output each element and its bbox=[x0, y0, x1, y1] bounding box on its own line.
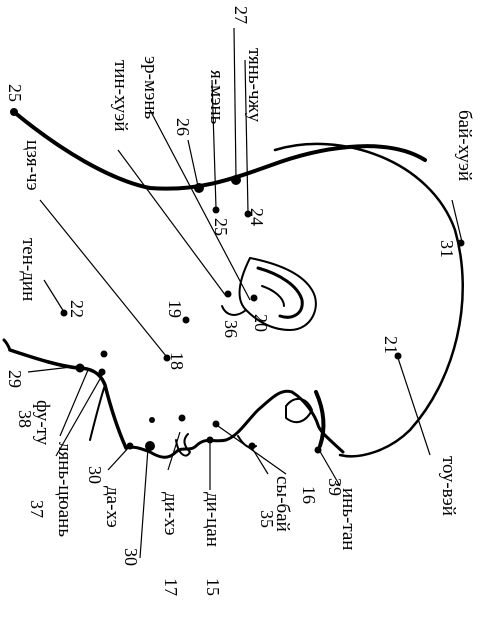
point-tian-zhu bbox=[244, 210, 252, 218]
num-19: 19 bbox=[165, 300, 185, 318]
label-di-cang: ди-цан bbox=[202, 492, 223, 547]
leader-jia-che bbox=[39, 199, 167, 357]
skull-contour bbox=[273, 142, 465, 458]
label-tian-zhu: тянь-чжу bbox=[244, 48, 265, 123]
point-jia-che bbox=[163, 354, 171, 362]
point-da-he bbox=[126, 442, 134, 450]
leader-er-men bbox=[149, 109, 251, 301]
label-jia-che: цзя-чэ bbox=[22, 140, 43, 191]
leader-ting-gong bbox=[43, 279, 65, 313]
label-lian-quan: лянь-цюань bbox=[54, 442, 75, 538]
leader-yin-tang bbox=[317, 447, 341, 487]
num-di-cang: 15 bbox=[203, 578, 223, 596]
num-ting-gong: 22 bbox=[67, 300, 87, 318]
point-ting-hui bbox=[224, 290, 232, 298]
num-jia-che: 18 bbox=[167, 352, 187, 370]
eyebrow bbox=[314, 390, 326, 448]
num-di-he: 17 bbox=[161, 578, 181, 596]
label-ting-gong: тен-дин bbox=[18, 238, 39, 302]
label-ya-men: я-мэнь bbox=[206, 70, 227, 125]
leader-tou-wei bbox=[397, 357, 431, 456]
eye-outline bbox=[285, 398, 313, 424]
point-jaw bbox=[149, 417, 155, 423]
label-di-he: ди-хэ bbox=[160, 492, 181, 536]
ear-outline bbox=[238, 257, 317, 331]
point-tou-wei bbox=[394, 352, 402, 360]
point-lian-quan bbox=[98, 368, 106, 376]
label-tou-wei: тоу-вэй bbox=[438, 456, 459, 516]
ear-lobe bbox=[221, 305, 247, 316]
shoulder-line bbox=[2, 338, 12, 352]
point-ya-men bbox=[212, 206, 220, 214]
leader-di-he bbox=[167, 431, 181, 471]
neck-back-contour bbox=[12, 110, 427, 191]
leader-lian-quan bbox=[55, 371, 105, 457]
point-di-cang bbox=[206, 436, 214, 444]
label-bai-hui: бай-хуэй bbox=[454, 110, 475, 182]
label-fu-tu: фу-ту bbox=[32, 400, 53, 446]
leader-30 bbox=[139, 447, 149, 559]
ear-helix bbox=[256, 266, 304, 319]
leader-ya-men bbox=[211, 79, 217, 209]
ear-inner bbox=[261, 285, 285, 307]
num-30-a: 30 bbox=[85, 466, 105, 484]
point-yin-tang bbox=[314, 446, 322, 454]
num-si-bai: 35 bbox=[257, 510, 277, 528]
num-er-men: 20 bbox=[251, 314, 271, 332]
num-bai-hui: 31 bbox=[437, 240, 457, 258]
point-27 bbox=[231, 175, 241, 185]
point-29 bbox=[75, 363, 85, 373]
point-er-men bbox=[250, 294, 258, 302]
label-er-men: эр-мэнь bbox=[140, 56, 161, 120]
point-25-top bbox=[10, 108, 18, 116]
num-ya-men: 25 bbox=[211, 218, 231, 236]
point-ting-gong bbox=[60, 309, 68, 317]
label-da-he: да-хэ bbox=[102, 486, 123, 528]
point-bai-hui bbox=[457, 239, 465, 247]
num-yin-tang: 39 bbox=[325, 478, 345, 496]
leader-26 bbox=[187, 139, 199, 187]
num-fu-tu: 38 bbox=[15, 410, 35, 428]
mouth-detail bbox=[175, 433, 191, 457]
num-tou-wei: 21 bbox=[381, 336, 401, 354]
point-di-he bbox=[178, 414, 186, 422]
point-fu-tu bbox=[100, 350, 108, 358]
num-29: 29 bbox=[5, 370, 25, 388]
leader-ting-hui bbox=[117, 149, 227, 297]
point-26 bbox=[194, 183, 204, 193]
leader-fu-tu bbox=[59, 369, 89, 437]
leader-27 bbox=[233, 27, 237, 179]
throat-line bbox=[89, 384, 106, 441]
leader-si-bai bbox=[251, 447, 269, 475]
leader-tian-zhu bbox=[244, 59, 249, 213]
leader-16 bbox=[217, 425, 287, 475]
num-tian-zhu: 24 bbox=[247, 208, 267, 226]
num-25-top: 25 bbox=[5, 84, 25, 102]
leader-da-he bbox=[107, 445, 131, 471]
point-16 bbox=[212, 420, 220, 428]
num-16: 16 bbox=[299, 486, 319, 504]
point-30 bbox=[145, 441, 155, 451]
num-26: 26 bbox=[173, 118, 193, 136]
num-27: 27 bbox=[231, 6, 251, 24]
num-lian-quan: 37 bbox=[27, 500, 47, 518]
chin-throat-contour bbox=[8, 348, 128, 450]
label-yin-tang: инь-тан bbox=[338, 488, 359, 551]
leader-bai-hui bbox=[451, 199, 463, 243]
num-ting-hui: 36 bbox=[221, 320, 241, 338]
point-si-bai bbox=[248, 442, 256, 450]
leader-29 bbox=[27, 365, 81, 373]
face-profile bbox=[124, 389, 294, 459]
label-ting-hui: тин-хуэй bbox=[110, 60, 131, 132]
num-30-b: 30 bbox=[121, 548, 141, 566]
point-19 bbox=[182, 316, 190, 324]
